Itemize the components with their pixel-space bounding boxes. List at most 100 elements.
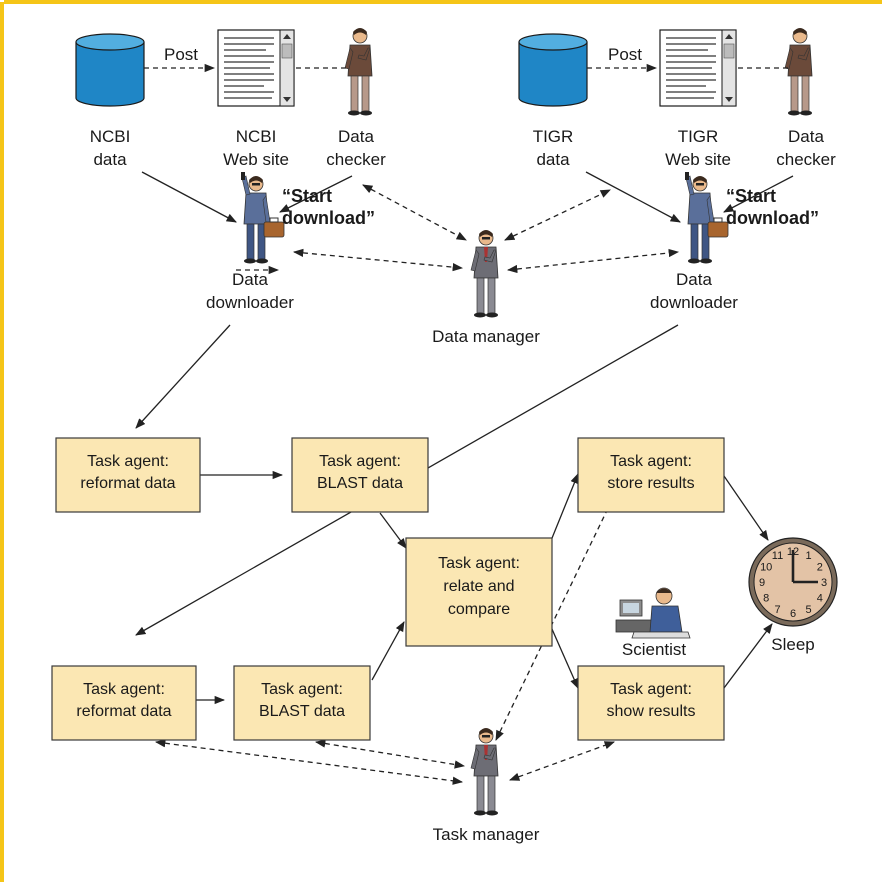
scientist-label: Scientist	[622, 640, 687, 659]
task-manager-person-icon	[470, 727, 499, 816]
checker-right-start-arrow	[723, 175, 794, 213]
svg-text:checker: checker	[326, 150, 386, 169]
svg-text:TIGR: TIGR	[533, 127, 574, 146]
task-reformat-top: Task agent: reformat data	[55, 437, 201, 513]
task-blast-top: Task agent: BLAST data	[291, 437, 429, 513]
post-right-label: Post	[608, 45, 642, 64]
svg-text:TIGR: TIGR	[678, 127, 719, 146]
svg-text:compare: compare	[448, 601, 510, 618]
svg-text:Task agent:: Task agent:	[319, 453, 401, 470]
data-downloader-left-briefcase-icon	[240, 171, 285, 264]
svg-text:Task agent:: Task agent:	[610, 681, 692, 698]
connectors	[135, 63, 794, 785]
svg-text:NCBI: NCBI	[236, 127, 277, 146]
downloader-left-manager-arrow	[292, 248, 464, 272]
svg-text:reformat data: reformat data	[80, 475, 175, 492]
relate-to-store-arrow	[547, 473, 579, 549]
tigr-database-icon	[518, 33, 588, 107]
data-checker-right-person-icon	[784, 27, 813, 116]
clock-numeral: 4	[817, 593, 823, 605]
ncbi-web-page-icon	[217, 29, 295, 107]
ncbi-site-label: NCBI Web site	[223, 127, 289, 169]
clock-numeral: 5	[805, 604, 811, 616]
downloader-left-label: Data downloader	[206, 270, 294, 312]
start-download-left-label: “Start download”	[282, 186, 375, 228]
svg-text:data: data	[536, 150, 570, 169]
svg-text:“Start: “Start	[726, 186, 776, 206]
svg-text:Data: Data	[676, 270, 712, 289]
svg-text:BLAST data: BLAST data	[317, 475, 403, 492]
svg-text:Data: Data	[232, 270, 268, 289]
ncbi-data-label: NCBI data	[90, 127, 131, 169]
svg-text:download”: download”	[282, 208, 375, 228]
svg-text:show results: show results	[607, 703, 696, 720]
show-to-sleep-arrow	[723, 623, 773, 689]
task-manager-show-arrow	[509, 741, 615, 781]
checker-left-manager-arrow	[362, 184, 467, 241]
svg-text:“Start: “Start	[282, 186, 332, 206]
clock-numeral: 10	[760, 562, 772, 574]
blast-top-to-relate-arrow	[379, 512, 407, 549]
svg-text:BLAST data: BLAST data	[259, 703, 345, 720]
start-download-right-label: “Start download”	[726, 186, 819, 228]
clock-numeral: 1	[805, 550, 811, 562]
blast-bottom-to-relate-arrow	[371, 621, 405, 681]
ncbi-database-icon	[75, 33, 145, 107]
downloader-left-to-reformat-arrow	[135, 324, 231, 429]
task-reformat-bottom: Task agent: reformat data	[51, 665, 197, 741]
task-manager-blast-arrow	[314, 739, 466, 769]
clock-numeral: 2	[817, 562, 823, 574]
clock-numeral: 8	[763, 593, 769, 605]
data-manager-label: Data manager	[432, 327, 540, 346]
svg-text:download”: download”	[726, 208, 819, 228]
manager-downloader-right-arrow	[506, 248, 680, 274]
scientist-computer-icon	[615, 587, 691, 639]
svg-text:Web site: Web site	[223, 150, 289, 169]
tigr-to-downloader-arrow	[585, 171, 681, 223]
ncbi-to-downloader-arrow	[141, 171, 237, 223]
manager-tigr-arrow	[504, 189, 611, 241]
task-blast-bottom: Task agent: BLAST data	[233, 665, 371, 741]
tigr-data-label: TIGR data	[533, 127, 574, 169]
svg-text:downloader: downloader	[650, 293, 738, 312]
task-store-results: Task agent: store results	[577, 437, 725, 513]
checker-right-label: Data checker	[776, 127, 836, 169]
task-show-results: Task agent: show results	[577, 665, 725, 741]
tigr-web-page-icon	[659, 29, 737, 107]
svg-text:Task agent:: Task agent:	[438, 555, 520, 572]
clock-numeral: 11	[772, 550, 783, 562]
clock-numeral: 3	[821, 577, 827, 589]
clock-numeral: 12	[787, 546, 799, 558]
svg-text:downloader: downloader	[206, 293, 294, 312]
svg-text:Web site: Web site	[665, 150, 731, 169]
clock-numeral: 9	[759, 577, 765, 589]
svg-text:Task agent:: Task agent:	[83, 681, 165, 698]
data-manager-person-icon	[470, 229, 499, 318]
data-downloader-right-briefcase-icon	[684, 171, 729, 264]
task-manager-reformat-arrow	[154, 739, 464, 785]
post-left-label: Post	[164, 45, 198, 64]
clock-numeral: 6	[790, 608, 796, 620]
svg-text:Data: Data	[788, 127, 824, 146]
checker-left-start-arrow	[279, 175, 353, 213]
svg-text:store results: store results	[607, 475, 694, 492]
clock-numeral: 7	[774, 604, 780, 616]
data-checker-left-person-icon	[344, 27, 373, 116]
svg-text:checker: checker	[776, 150, 836, 169]
store-to-sleep-arrow	[723, 475, 769, 541]
task-relate-compare: Task agent: relate and compare	[405, 537, 553, 647]
sleep-label: Sleep	[771, 635, 814, 654]
svg-text:Task agent:: Task agent:	[261, 681, 343, 698]
checker-left-label: Data checker	[326, 127, 386, 169]
svg-text:NCBI: NCBI	[90, 127, 131, 146]
svg-text:Data: Data	[338, 127, 374, 146]
svg-text:data: data	[93, 150, 127, 169]
tigr-site-label: TIGR Web site	[665, 127, 731, 169]
svg-text:Task agent:: Task agent:	[87, 453, 169, 470]
svg-text:relate and: relate and	[443, 578, 514, 595]
svg-text:Task agent:: Task agent:	[610, 453, 692, 470]
svg-text:reformat data: reformat data	[76, 703, 171, 720]
